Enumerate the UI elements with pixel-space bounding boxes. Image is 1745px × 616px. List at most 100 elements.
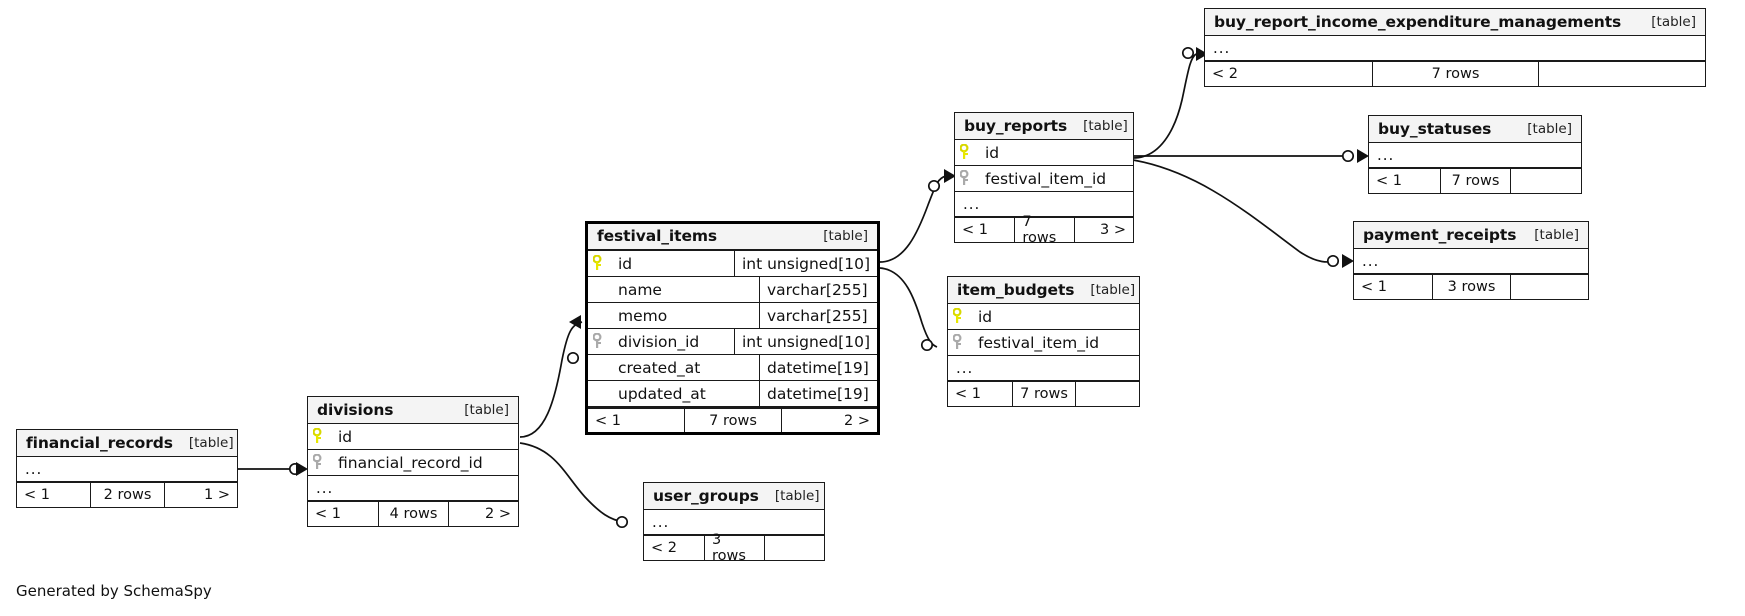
- table-column-row[interactable]: id int unsigned[10]: [588, 251, 877, 277]
- footer-children-count: 1 >: [163, 483, 237, 507]
- table-title: buy_statuses: [1378, 119, 1492, 138]
- table-title: payment_receipts: [1363, 225, 1517, 244]
- table-column-row[interactable]: updated_at datetime[19]: [588, 381, 877, 407]
- edge-divisions-festival-items: [519, 321, 583, 438]
- table-node-festival-items[interactable]: festival_items [table] id int unsigned[1…: [585, 221, 880, 435]
- edge-marker-circle: [927, 179, 941, 193]
- footer-row-count: 3 rows: [704, 532, 764, 564]
- footer-parents-count: < 1: [1376, 173, 1402, 189]
- table-collapsed-columns: ...: [1205, 36, 1705, 61]
- column-name: updated_at: [618, 384, 706, 403]
- footer-children-count: [764, 536, 824, 560]
- table-node-buy-reports[interactable]: buy_reports [table] id festival_item_id …: [954, 112, 1134, 246]
- table-node-item-budgets[interactable]: item_budgets [table] id festival_item_id…: [947, 276, 1140, 407]
- column-type: int unsigned[10]: [733, 251, 877, 276]
- table-collapsed-columns: ...: [955, 192, 1133, 217]
- column-type: datetime[19]: [759, 355, 877, 380]
- column-name: financial_record_id: [338, 453, 483, 472]
- column-name: festival_item_id: [985, 169, 1107, 188]
- table-node-user-groups[interactable]: user_groups [table] ... < 2 3 rows: [643, 482, 825, 564]
- table-node-payment-receipts[interactable]: payment_receipts [table] ... < 1 3 rows: [1353, 221, 1589, 300]
- table-header: financial_records [table]: [17, 430, 237, 457]
- table-footer: < 1 7 rows: [1369, 168, 1581, 193]
- table-column-row[interactable]: festival_item_id: [948, 330, 1139, 356]
- table-header: buy_reports [table]: [955, 113, 1133, 140]
- footer-parents-count: < 2: [651, 540, 677, 556]
- table-column-row[interactable]: name varchar[255]: [588, 277, 877, 303]
- footer-parents-count: < 1: [1361, 279, 1387, 295]
- footer-parents-count: < 1: [962, 222, 988, 238]
- foreign-key-icon: [948, 330, 970, 355]
- table-column-row[interactable]: division_id int unsigned[10]: [588, 329, 877, 355]
- table-node-buy-report-income-expenditure-managements[interactable]: buy_report_income_expenditure_management…: [1204, 8, 1706, 87]
- column-type: datetime[19]: [759, 381, 877, 406]
- table-column-row[interactable]: created_at datetime[19]: [588, 355, 877, 381]
- column-name: division_id: [618, 332, 700, 351]
- table-header: festival_items [table]: [588, 224, 877, 251]
- table-node-financial-records[interactable]: financial_records [table] ... < 1 2 rows…: [16, 429, 238, 508]
- table-title: financial_records: [26, 433, 173, 452]
- edge-marker-circle: [920, 338, 934, 352]
- edge-divisions-user-groups: [519, 442, 625, 523]
- edge-marker-circle: [566, 351, 580, 365]
- footer-children-count: 2 >: [780, 409, 877, 432]
- table-collapsed-columns: ...: [17, 457, 237, 482]
- table-column-row[interactable]: id: [948, 304, 1139, 330]
- table-header: divisions [table]: [308, 397, 518, 424]
- table-type-tag: [table]: [774, 487, 820, 504]
- footer-parents-count: < 1: [315, 506, 341, 522]
- table-type-tag: [table]: [823, 228, 868, 244]
- edge-marker-circle: [1341, 149, 1355, 163]
- primary-key-icon: [308, 424, 330, 449]
- column-type: int unsigned[10]: [733, 329, 877, 354]
- foreign-key-icon: [308, 450, 330, 475]
- footer-row-count: 4 rows: [378, 502, 448, 526]
- edge-buy-reports-income-expenditure: [1132, 53, 1197, 159]
- primary-key-icon: [588, 251, 610, 276]
- table-type-tag: [table]: [1651, 13, 1696, 30]
- table-title: divisions: [317, 400, 394, 419]
- table-type-tag: [table]: [1534, 226, 1579, 243]
- table-header: buy_statuses [table]: [1369, 116, 1581, 143]
- edge-festival-items-buy-reports: [879, 175, 947, 263]
- column-name: id: [978, 307, 993, 326]
- footer-children-count: [1538, 62, 1705, 86]
- edge-marker-arrow: [569, 315, 581, 329]
- table-column-row[interactable]: memo varchar[255]: [588, 303, 877, 329]
- edge-marker-circle: [615, 515, 629, 529]
- table-column-row[interactable]: festival_item_id: [955, 166, 1133, 192]
- table-header: item_budgets [table]: [948, 277, 1139, 304]
- generator-credit: Generated by SchemaSpy: [16, 582, 212, 600]
- table-header: buy_report_income_expenditure_management…: [1205, 9, 1705, 36]
- footer-parents-count: < 1: [595, 412, 621, 429]
- table-column-row[interactable]: financial_record_id: [308, 450, 518, 476]
- foreign-key-icon: [588, 329, 610, 354]
- table-footer: < 1 3 rows: [1354, 274, 1588, 299]
- footer-row-count: 2 rows: [90, 483, 163, 507]
- table-column-row[interactable]: id: [308, 424, 518, 450]
- edge-buy-reports-payment-receipts: [1132, 159, 1339, 263]
- table-title: buy_reports: [964, 116, 1068, 135]
- table-footer: < 2 3 rows: [644, 532, 824, 564]
- no-key-icon: [588, 277, 610, 302]
- column-name: created_at: [618, 358, 701, 377]
- column-name: id: [985, 143, 1000, 162]
- table-footer: < 2 7 rows: [1205, 61, 1705, 86]
- table-column-row[interactable]: id: [955, 140, 1133, 166]
- table-node-divisions[interactable]: divisions [table] id financial_record_id…: [307, 396, 519, 527]
- column-name: festival_item_id: [978, 333, 1100, 352]
- table-collapsed-columns: ...: [1354, 249, 1588, 274]
- edge-marker-circle: [1326, 254, 1340, 268]
- table-collapsed-columns: ...: [308, 476, 518, 501]
- footer-children-count: 2 >: [448, 502, 518, 526]
- edge-marker-circle: [1181, 46, 1195, 60]
- footer-children-count: 3 >: [1073, 218, 1133, 242]
- table-header: user_groups [table]: [644, 483, 824, 510]
- table-footer: < 1 4 rows 2 >: [308, 501, 518, 526]
- table-node-buy-statuses[interactable]: buy_statuses [table] ... < 1 7 rows: [1368, 115, 1582, 194]
- column-type: varchar[255]: [759, 303, 877, 328]
- table-footer: < 1 7 rows: [948, 381, 1139, 406]
- footer-row-count: 3 rows: [1432, 275, 1510, 299]
- footer-parents-count: < 1: [955, 386, 981, 402]
